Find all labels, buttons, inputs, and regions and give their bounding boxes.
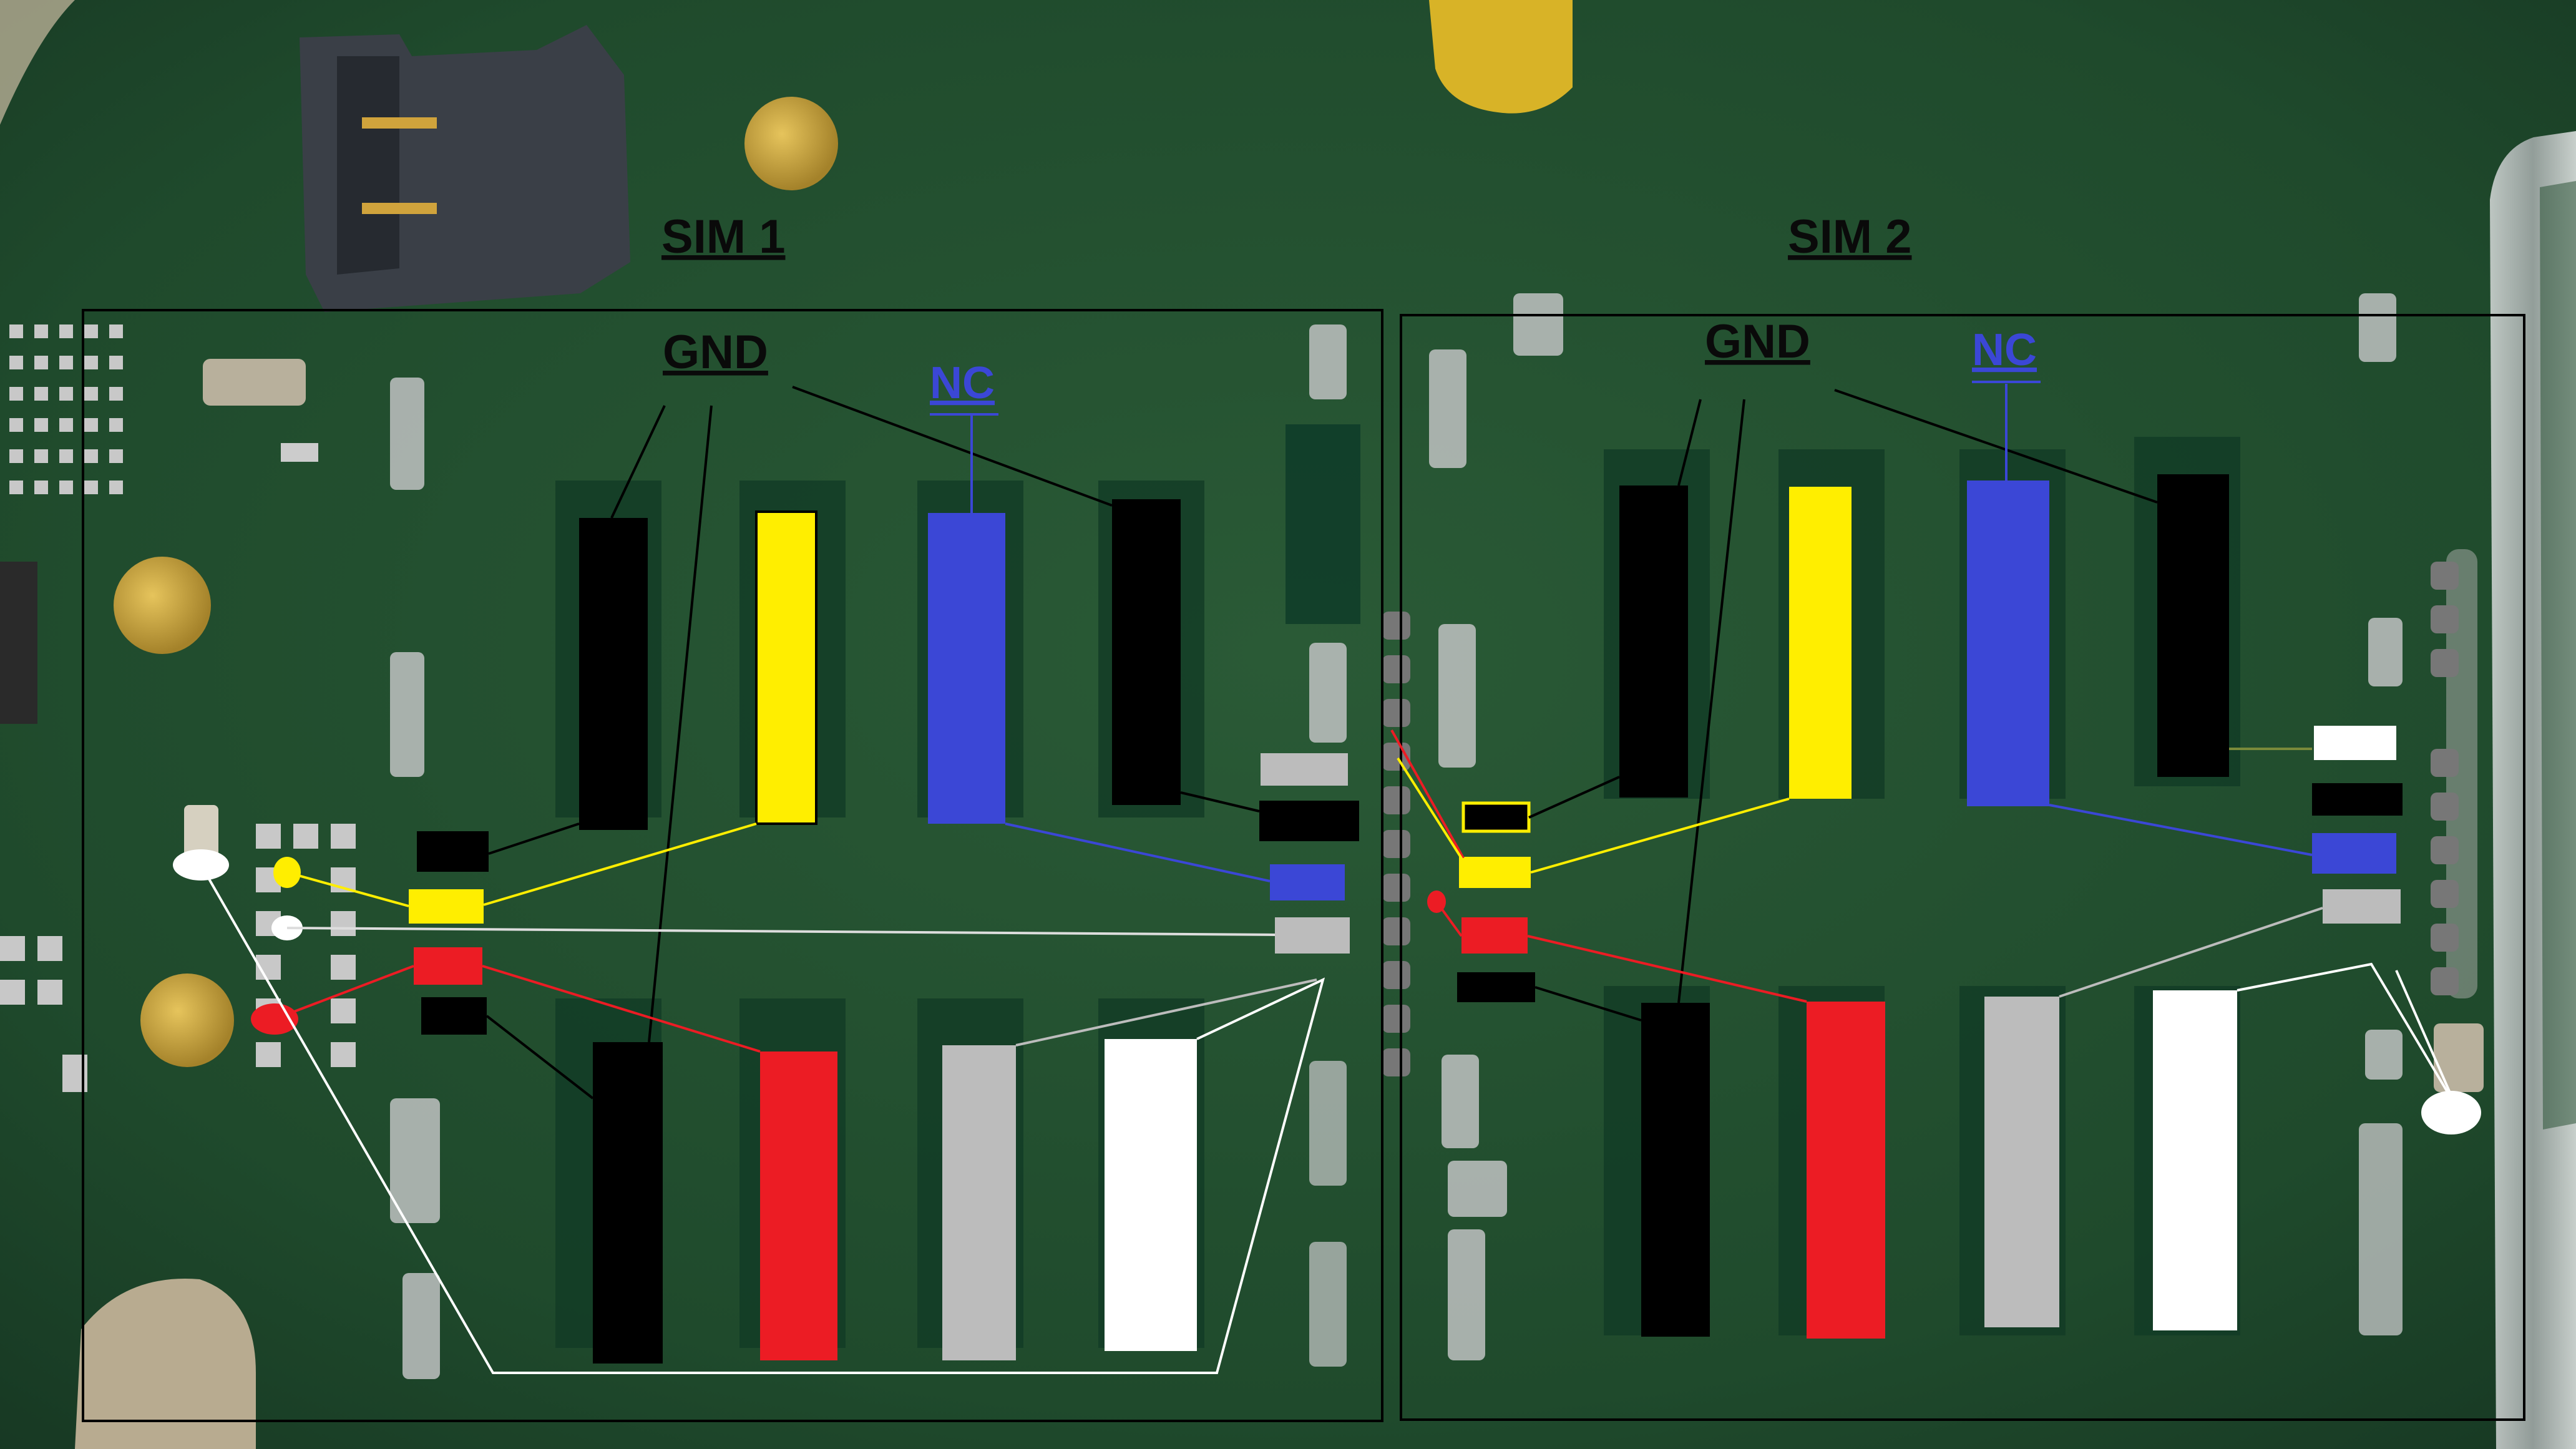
sim2-nc-label: NC xyxy=(1972,325,2037,375)
sim2-contact-vcc xyxy=(1789,487,1852,799)
sim2-contact-nc xyxy=(1967,481,2049,806)
sim1-contact-rst xyxy=(1105,1039,1197,1351)
sim2-contact-vpp xyxy=(1807,1002,1885,1339)
gold-pad xyxy=(114,557,211,654)
sim2-pad-vcc xyxy=(1459,857,1531,888)
battery-connector xyxy=(300,25,630,312)
sim2-contact-gnd-1 xyxy=(1619,485,1688,798)
sim1-nc-label: NC xyxy=(930,358,995,408)
sim2-pad-gnd xyxy=(1461,801,1531,833)
sim1-pad-gnd-right xyxy=(1259,801,1359,841)
sim1-contact-gnd-2 xyxy=(1112,499,1181,805)
top-solder-blob xyxy=(1429,0,1573,114)
sim2-contact-gnd-3 xyxy=(1641,1003,1710,1337)
sim2-contact-gnd-2 xyxy=(2157,474,2229,777)
sim1-pad-vpp xyxy=(414,947,482,985)
bga-pads xyxy=(9,324,123,494)
sim1-pad-gnd xyxy=(417,831,489,872)
sim2-gnd-label: GND xyxy=(1705,315,1810,368)
sim2-region xyxy=(1400,314,2525,1421)
gold-pad xyxy=(140,973,234,1067)
board-cutout xyxy=(75,1279,256,1449)
gold-pad xyxy=(744,97,838,190)
sim2-pad-nc-right xyxy=(2312,833,2396,874)
sim1-contact-gnd-3 xyxy=(593,1042,663,1364)
sim2-pad-gnd-2 xyxy=(1457,972,1535,1002)
sim2-diagram xyxy=(1390,381,2481,1339)
sim1-contact-clk xyxy=(942,1045,1016,1360)
sim1-pad-clk-top xyxy=(1261,753,1348,786)
sim1-contact-gnd-1 xyxy=(579,518,648,830)
sim1-wires xyxy=(200,386,1325,1374)
sim1-diagram xyxy=(173,386,1359,1374)
chip xyxy=(0,562,37,724)
sim2-contact-clk xyxy=(1984,997,2059,1327)
sim1-contact-vpp xyxy=(760,1051,837,1360)
sim1-title: SIM 1 xyxy=(661,210,786,263)
sim2-pad-vpp xyxy=(1461,917,1528,954)
sim1-pad-nc-right xyxy=(1270,864,1345,900)
sim1-contact-vcc xyxy=(755,510,817,825)
sim2-pad-rst-top xyxy=(2314,726,2396,760)
sim2-pad-clk-right xyxy=(2323,889,2401,924)
sim2-wires xyxy=(1390,381,2454,1100)
sim1-pad-gnd-2 xyxy=(421,997,487,1035)
sim1-region xyxy=(82,309,1383,1422)
sim1-contact-nc xyxy=(928,513,1005,824)
sim2-dot-rst xyxy=(2421,1091,2481,1134)
text-labels: SIM 1 SIM 2 GND GND NC NC xyxy=(661,210,2037,408)
sim1-pad-vcc xyxy=(409,889,484,924)
sim2-contact-rst xyxy=(2153,990,2237,1330)
sim2-title: SIM 2 xyxy=(1788,210,1912,263)
sim1-pad-clk-right xyxy=(1275,917,1350,954)
sim2-pad-gnd-right xyxy=(2312,783,2403,816)
sim1-gnd-label: GND xyxy=(663,326,768,379)
